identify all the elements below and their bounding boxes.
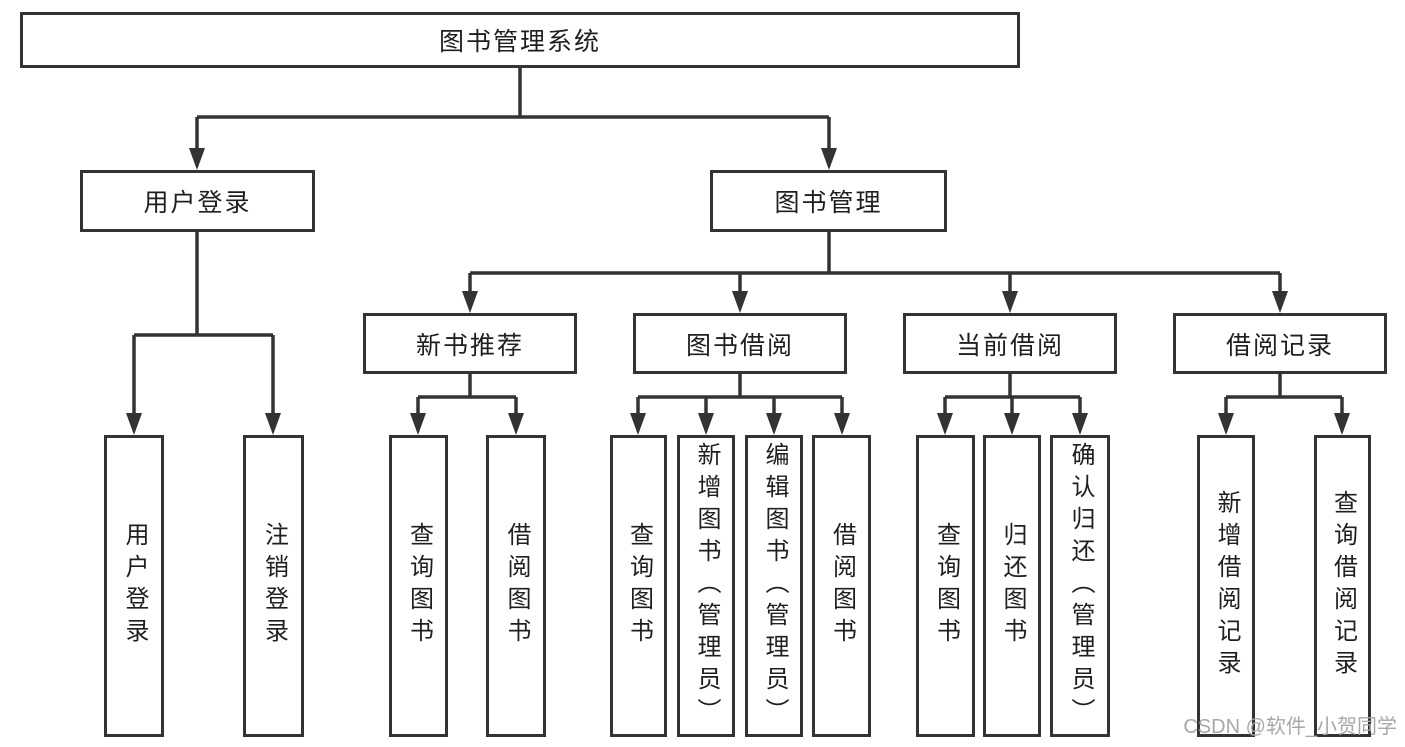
- leaf-borrow-books-recommend-label: 借阅图书: [503, 522, 530, 650]
- leaf-borrow-books-borrowing: 借阅图书: [812, 435, 871, 737]
- leaf-logout-label: 注销登录: [260, 522, 288, 650]
- leaf-query-books-recommend: 查询图书: [389, 435, 448, 737]
- node-root-library-system: 图书管理系统: [20, 12, 1020, 68]
- leaf-return-books: 归还图书: [983, 435, 1041, 737]
- leaf-query-books-current-label: 查询图书: [932, 522, 960, 650]
- node-current-borrowing: 当前借阅: [903, 313, 1117, 374]
- leaf-add-book-admin: 新增图书（管理员）: [677, 435, 735, 737]
- leaf-logout: 注销登录: [243, 435, 304, 737]
- node-book-borrowing: 图书借阅: [633, 313, 847, 374]
- leaf-query-books-borrowing: 查询图书: [610, 435, 667, 737]
- node-borrowing-records: 借阅记录: [1173, 313, 1387, 374]
- csdn-watermark: CSDN @软件_小贺同学: [1183, 716, 1397, 738]
- leaf-confirm-return-admin-label: 确认归还（管理员）: [1067, 442, 1094, 730]
- leaf-confirm-return-admin: 确认归还（管理员）: [1050, 435, 1110, 737]
- leaf-query-books-current: 查询图书: [916, 435, 975, 737]
- leaf-borrow-books-borrowing-label: 借阅图书: [828, 522, 856, 650]
- leaf-query-books-recommend-label: 查询图书: [405, 522, 433, 650]
- node-user-login: 用户登录: [80, 170, 315, 232]
- leaf-query-borrow-record: 查询借阅记录: [1314, 435, 1371, 737]
- node-book-management: 图书管理: [710, 170, 947, 232]
- leaf-query-books-borrowing-label: 查询图书: [625, 522, 653, 650]
- leaf-query-borrow-record-label: 查询借阅记录: [1329, 490, 1357, 682]
- leaf-edit-book-admin: 编辑图书（管理员）: [745, 435, 803, 737]
- leaf-borrow-books-recommend: 借阅图书: [486, 435, 546, 737]
- leaf-user-login: 用户登录: [104, 435, 164, 737]
- node-new-book-recommend: 新书推荐: [363, 313, 577, 374]
- leaf-edit-book-admin-label: 编辑图书（管理员）: [761, 442, 788, 730]
- leaf-add-borrow-record: 新增借阅记录: [1197, 435, 1255, 737]
- leaf-return-books-label: 归还图书: [999, 522, 1026, 650]
- leaf-user-login-label: 用户登录: [121, 522, 148, 650]
- leaf-add-book-admin-label: 新增图书（管理员）: [693, 442, 720, 730]
- leaf-add-borrow-record-label: 新增借阅记录: [1213, 490, 1240, 682]
